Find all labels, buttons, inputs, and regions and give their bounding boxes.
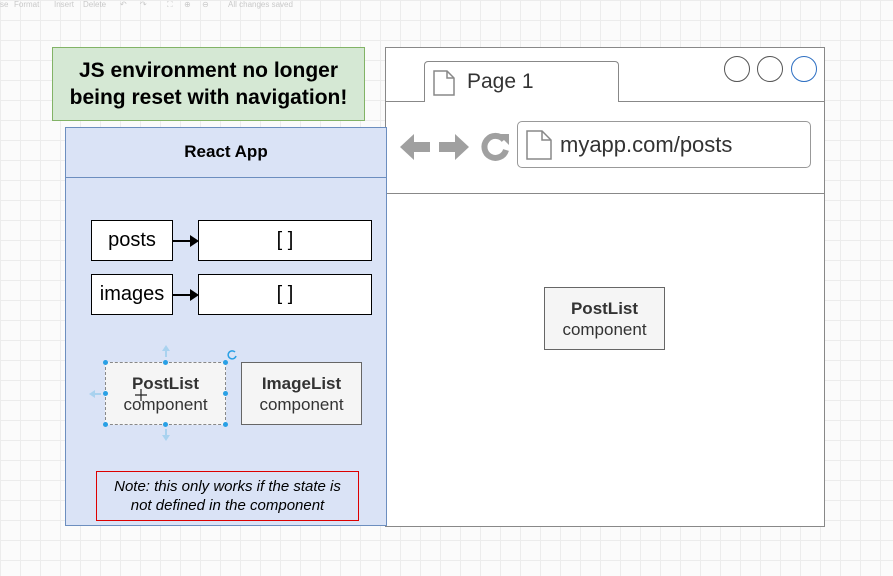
editor-toolbar: se Format Insert Delete ↶ ↷ ⛶ ⊕ ⊖ All ch… — [0, 0, 893, 14]
reload-icon[interactable] — [478, 130, 512, 164]
component-title: PostList — [570, 298, 639, 318]
connect-arrow-left-icon[interactable] — [88, 387, 102, 401]
resize-handle[interactable] — [223, 360, 228, 365]
rotate-handle-icon[interactable] — [226, 349, 238, 361]
back-arrow-icon[interactable] — [398, 131, 432, 163]
react-app-title: React App — [65, 127, 387, 178]
connect-arrow-down-icon[interactable] — [159, 428, 173, 442]
toolbar-item[interactable]: se — [0, 0, 9, 9]
state-value-images: [ ] — [198, 274, 372, 315]
headline-line2: being reset with navigation! — [69, 86, 348, 109]
toolbar-delete[interactable]: Delete — [83, 0, 107, 9]
resize-handle[interactable] — [223, 391, 228, 396]
zoom-out-icon[interactable]: ⊖ — [202, 0, 209, 9]
url-text: myapp.com/posts — [560, 131, 733, 157]
toolbar-insert[interactable]: Insert — [54, 0, 75, 9]
redo-icon[interactable]: ↷ — [140, 0, 147, 9]
resize-handle[interactable] — [163, 422, 168, 427]
undo-icon[interactable]: ↶ — [120, 0, 127, 9]
address-bar[interactable]: myapp.com/posts — [517, 121, 811, 168]
connect-arrow-up-icon[interactable] — [159, 344, 173, 358]
zoom-in-icon[interactable]: ⊕ — [184, 0, 191, 9]
imagelist-component: ImageList component — [241, 362, 362, 425]
move-cursor-icon — [135, 389, 147, 401]
react-app-panel — [65, 127, 387, 526]
forward-arrow-icon[interactable] — [437, 131, 471, 163]
arrowhead — [190, 235, 199, 247]
browser-postlist-component: PostList component — [544, 287, 665, 350]
browser-tab[interactable]: Page 1 — [424, 61, 619, 102]
headline-note: JS environment no longer being reset wit… — [52, 47, 365, 121]
window-circle-icon[interactable] — [791, 56, 817, 82]
state-note: Note: this only works if the state is no… — [96, 471, 359, 521]
component-subtitle: component — [562, 319, 647, 339]
resize-handle[interactable] — [223, 422, 228, 427]
window-circle-icon[interactable] — [757, 56, 783, 82]
state-value-posts: [ ] — [198, 220, 372, 261]
component-title: ImageList — [261, 373, 342, 393]
resize-handle[interactable] — [103, 391, 108, 396]
component-subtitle: component — [123, 394, 208, 414]
arrow-connector — [173, 294, 191, 296]
postlist-component[interactable]: PostList component — [105, 362, 226, 425]
resize-handle[interactable] — [163, 360, 168, 365]
save-status: All changes saved — [228, 0, 293, 9]
window-circle-icon[interactable] — [724, 56, 750, 82]
headline-line1: JS environment no longer — [78, 59, 339, 82]
arrowhead — [190, 289, 199, 301]
arrow-connector — [173, 240, 191, 242]
state-key-images: images — [91, 274, 173, 315]
component-subtitle: component — [259, 394, 344, 414]
resize-handle[interactable] — [103, 422, 108, 427]
document-icon — [433, 70, 455, 96]
resize-handle[interactable] — [103, 360, 108, 365]
fit-icon[interactable]: ⛶ — [167, 0, 173, 9]
component-title: PostList — [131, 373, 200, 393]
browser-toolbar-divider — [385, 193, 825, 194]
toolbar-format[interactable]: Format — [14, 0, 40, 9]
tab-label: Page 1 — [467, 70, 534, 93]
state-key-posts: posts — [91, 220, 173, 261]
document-icon — [526, 129, 552, 160]
